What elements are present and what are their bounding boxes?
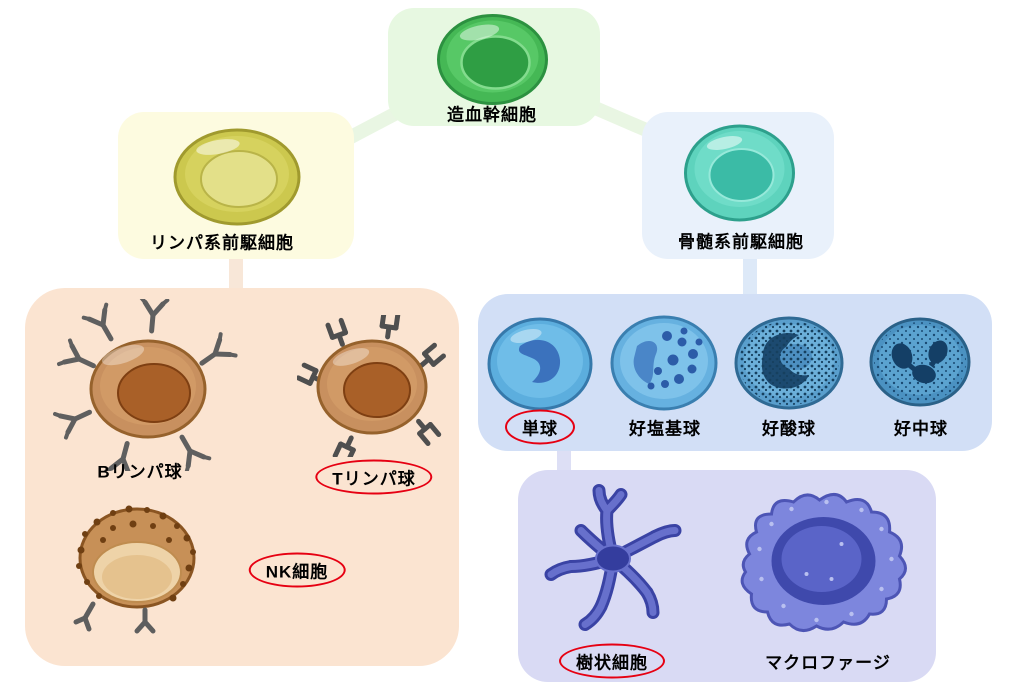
b-lymphocyte-illustration — [53, 299, 243, 471]
myeloid-progenitor-icon — [684, 124, 795, 222]
eosinophil-icon — [734, 316, 844, 410]
dendritic-cell-illustration — [543, 481, 683, 636]
label-eosinophil: 好酸球 — [762, 419, 816, 439]
dendritic-cell-icon — [544, 484, 682, 631]
macrophage-illustration — [732, 484, 917, 636]
myeloid-progenitor-illustration — [683, 123, 798, 223]
nk-cell-icon — [73, 505, 196, 634]
stem-cell-illustration — [436, 13, 551, 108]
neutrophil-illustration — [868, 316, 972, 408]
lymphoid-progenitor-illustration — [172, 127, 302, 227]
label-dendritic-cell: 樹状細胞 — [559, 643, 665, 679]
lymphoid-progenitor-icon — [173, 128, 301, 226]
neutrophil-icon — [869, 317, 971, 407]
label-myeloid-progenitor: 骨髄系前駆細胞 — [678, 232, 804, 252]
label-nk-cell: NK細胞 — [248, 552, 346, 588]
label-stem-cell: 造血幹細胞 — [447, 105, 537, 125]
monocyte-icon — [487, 317, 593, 411]
basophil-illustration — [609, 314, 719, 412]
basophil-icon — [610, 315, 718, 411]
label-monocyte: 単球 — [505, 409, 575, 445]
nk-cell-illustration — [63, 500, 213, 636]
macrophage-icon — [740, 493, 907, 632]
monocyte-illustration — [486, 316, 594, 412]
t-lymphocyte-illustration — [297, 315, 447, 457]
label-b-lymphocyte: Bリンパ球 — [97, 462, 183, 482]
eosinophil-illustration — [733, 315, 845, 411]
label-neutrophil: 好中球 — [894, 419, 948, 439]
label-lymphoid-progenitor: リンパ系前駆細胞 — [150, 233, 294, 253]
label-t-lymphocyte: Tリンパ球 — [315, 459, 433, 495]
label-macrophage: マクロファージ — [765, 653, 891, 673]
t-lymphocyte-icon — [297, 315, 447, 457]
label-basophil: 好塩基球 — [629, 419, 701, 439]
stem-cell-icon — [437, 14, 548, 105]
b-lymphocyte-icon — [53, 299, 243, 471]
